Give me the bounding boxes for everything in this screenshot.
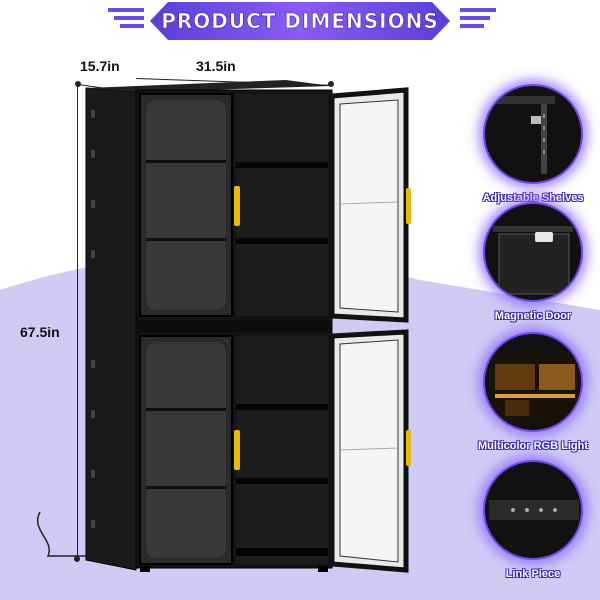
- height-dot-end: [74, 556, 80, 562]
- feature-adjustable-shelves: Adjustable Shelves: [478, 84, 588, 204]
- banner-title: PRODUCT DIMENSIONS: [161, 9, 439, 34]
- height-label: 67.5in: [20, 324, 60, 340]
- shelf-bracket-icon: [483, 84, 583, 184]
- depth-dot-start: [75, 81, 81, 87]
- depth-label: 15.7in: [80, 58, 120, 74]
- width-label: 31.5in: [196, 58, 236, 74]
- feature-magnetic-door: Magnetic Door: [478, 202, 588, 322]
- height-line: [77, 86, 78, 558]
- feature-label: Magnetic Door: [494, 310, 572, 322]
- width-dot-end: [328, 81, 334, 87]
- link-piece-icon: [483, 460, 583, 560]
- feature-label: Adjustable Shelves: [482, 192, 584, 204]
- feature-label: Multicolor RGB Light: [478, 440, 588, 452]
- rgb-light-icon: [483, 332, 583, 432]
- title-banner: PRODUCT DIMENSIONS: [150, 2, 450, 40]
- banner-stripes-left: [108, 8, 144, 32]
- feature-link-piece: Link Piece: [478, 460, 588, 580]
- magnet-latch-icon: [483, 202, 583, 302]
- feature-rgb-light: Multicolor RGB Light: [478, 332, 588, 452]
- banner-stripes-right: [460, 8, 496, 32]
- feature-label: Link Piece: [505, 568, 561, 580]
